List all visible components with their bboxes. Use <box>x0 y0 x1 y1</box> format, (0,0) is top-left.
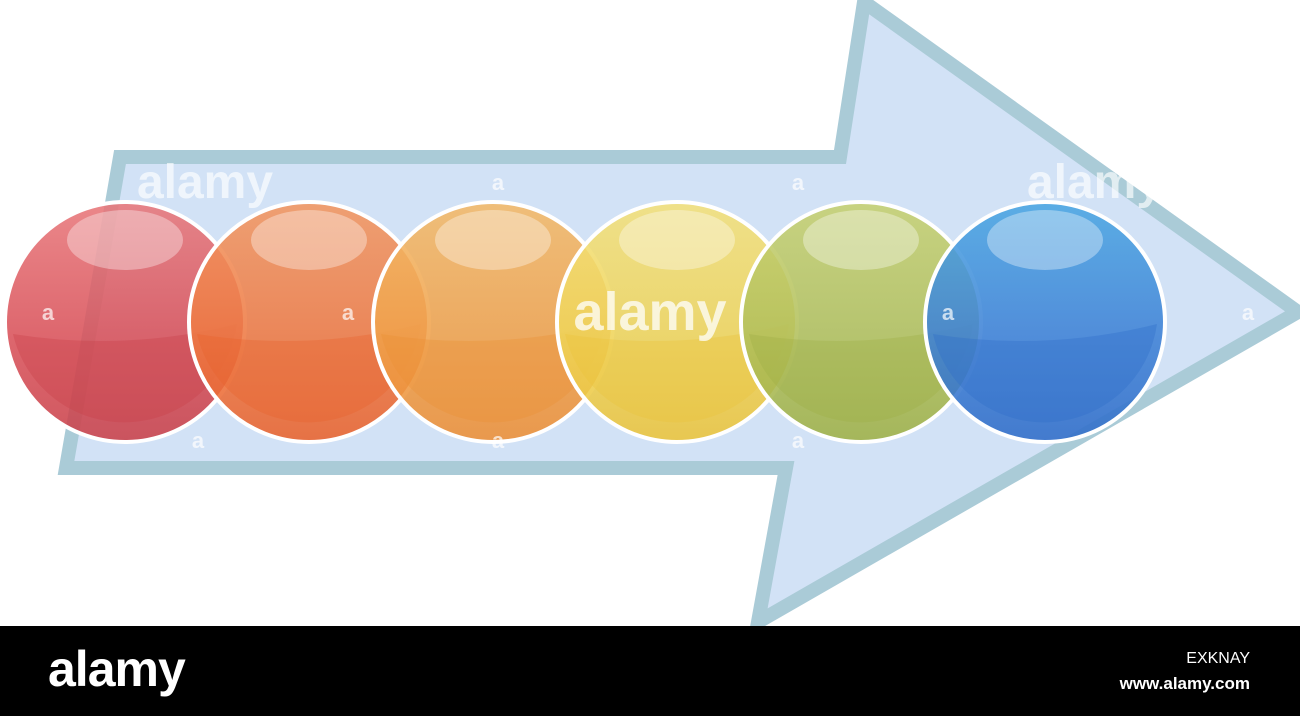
step-circle-yellow <box>555 200 799 444</box>
alamy-logo: alamy <box>48 641 186 697</box>
step-circle-blue <box>923 200 1167 444</box>
step-circles <box>3 200 1167 444</box>
footer-bar: alamy EXKNAY www.alamy.com <box>0 626 1300 716</box>
watermark-mark: a <box>192 428 205 453</box>
watermark-top-left: alamy <box>137 156 273 209</box>
circle-highlight <box>435 210 551 270</box>
watermark-mark: a <box>492 170 505 195</box>
circle-highlight <box>251 210 367 270</box>
circle-highlight <box>619 210 735 270</box>
watermark-layer: alamy alamy alamy a a a a a a a a a <box>42 156 1255 453</box>
watermark-center: alamy <box>573 282 726 342</box>
watermark-mark: a <box>792 170 805 195</box>
circle-shade <box>749 324 973 423</box>
circle-shade <box>565 324 789 423</box>
circle-highlight <box>803 210 919 270</box>
circle-shade <box>197 324 421 423</box>
circle-shade <box>381 324 605 423</box>
step-circle-green <box>739 200 983 444</box>
circle-body <box>923 200 1167 444</box>
circle-highlight <box>67 210 183 270</box>
process-arrow-diagram: alamy alamy alamy a a a a a a a a a <box>3 0 1300 626</box>
watermark-mark: a <box>342 300 355 325</box>
circle-shade <box>13 324 237 423</box>
watermark-mark: a <box>792 428 805 453</box>
watermark-mark: a <box>1242 300 1255 325</box>
watermark-mark: a <box>942 300 955 325</box>
circle-highlight <box>987 210 1103 270</box>
watermark-mark: a <box>492 428 505 453</box>
image-id: EXKNAY <box>1186 650 1250 667</box>
step-circle-red <box>3 200 247 444</box>
site-url: www.alamy.com <box>1119 674 1250 693</box>
circle-shade <box>933 324 1157 423</box>
watermark-mark: a <box>42 300 55 325</box>
watermark-top-right: alamy <box>1027 156 1163 209</box>
diagram-canvas: alamy alamy alamy a a a a a a a a a <box>3 0 1300 626</box>
